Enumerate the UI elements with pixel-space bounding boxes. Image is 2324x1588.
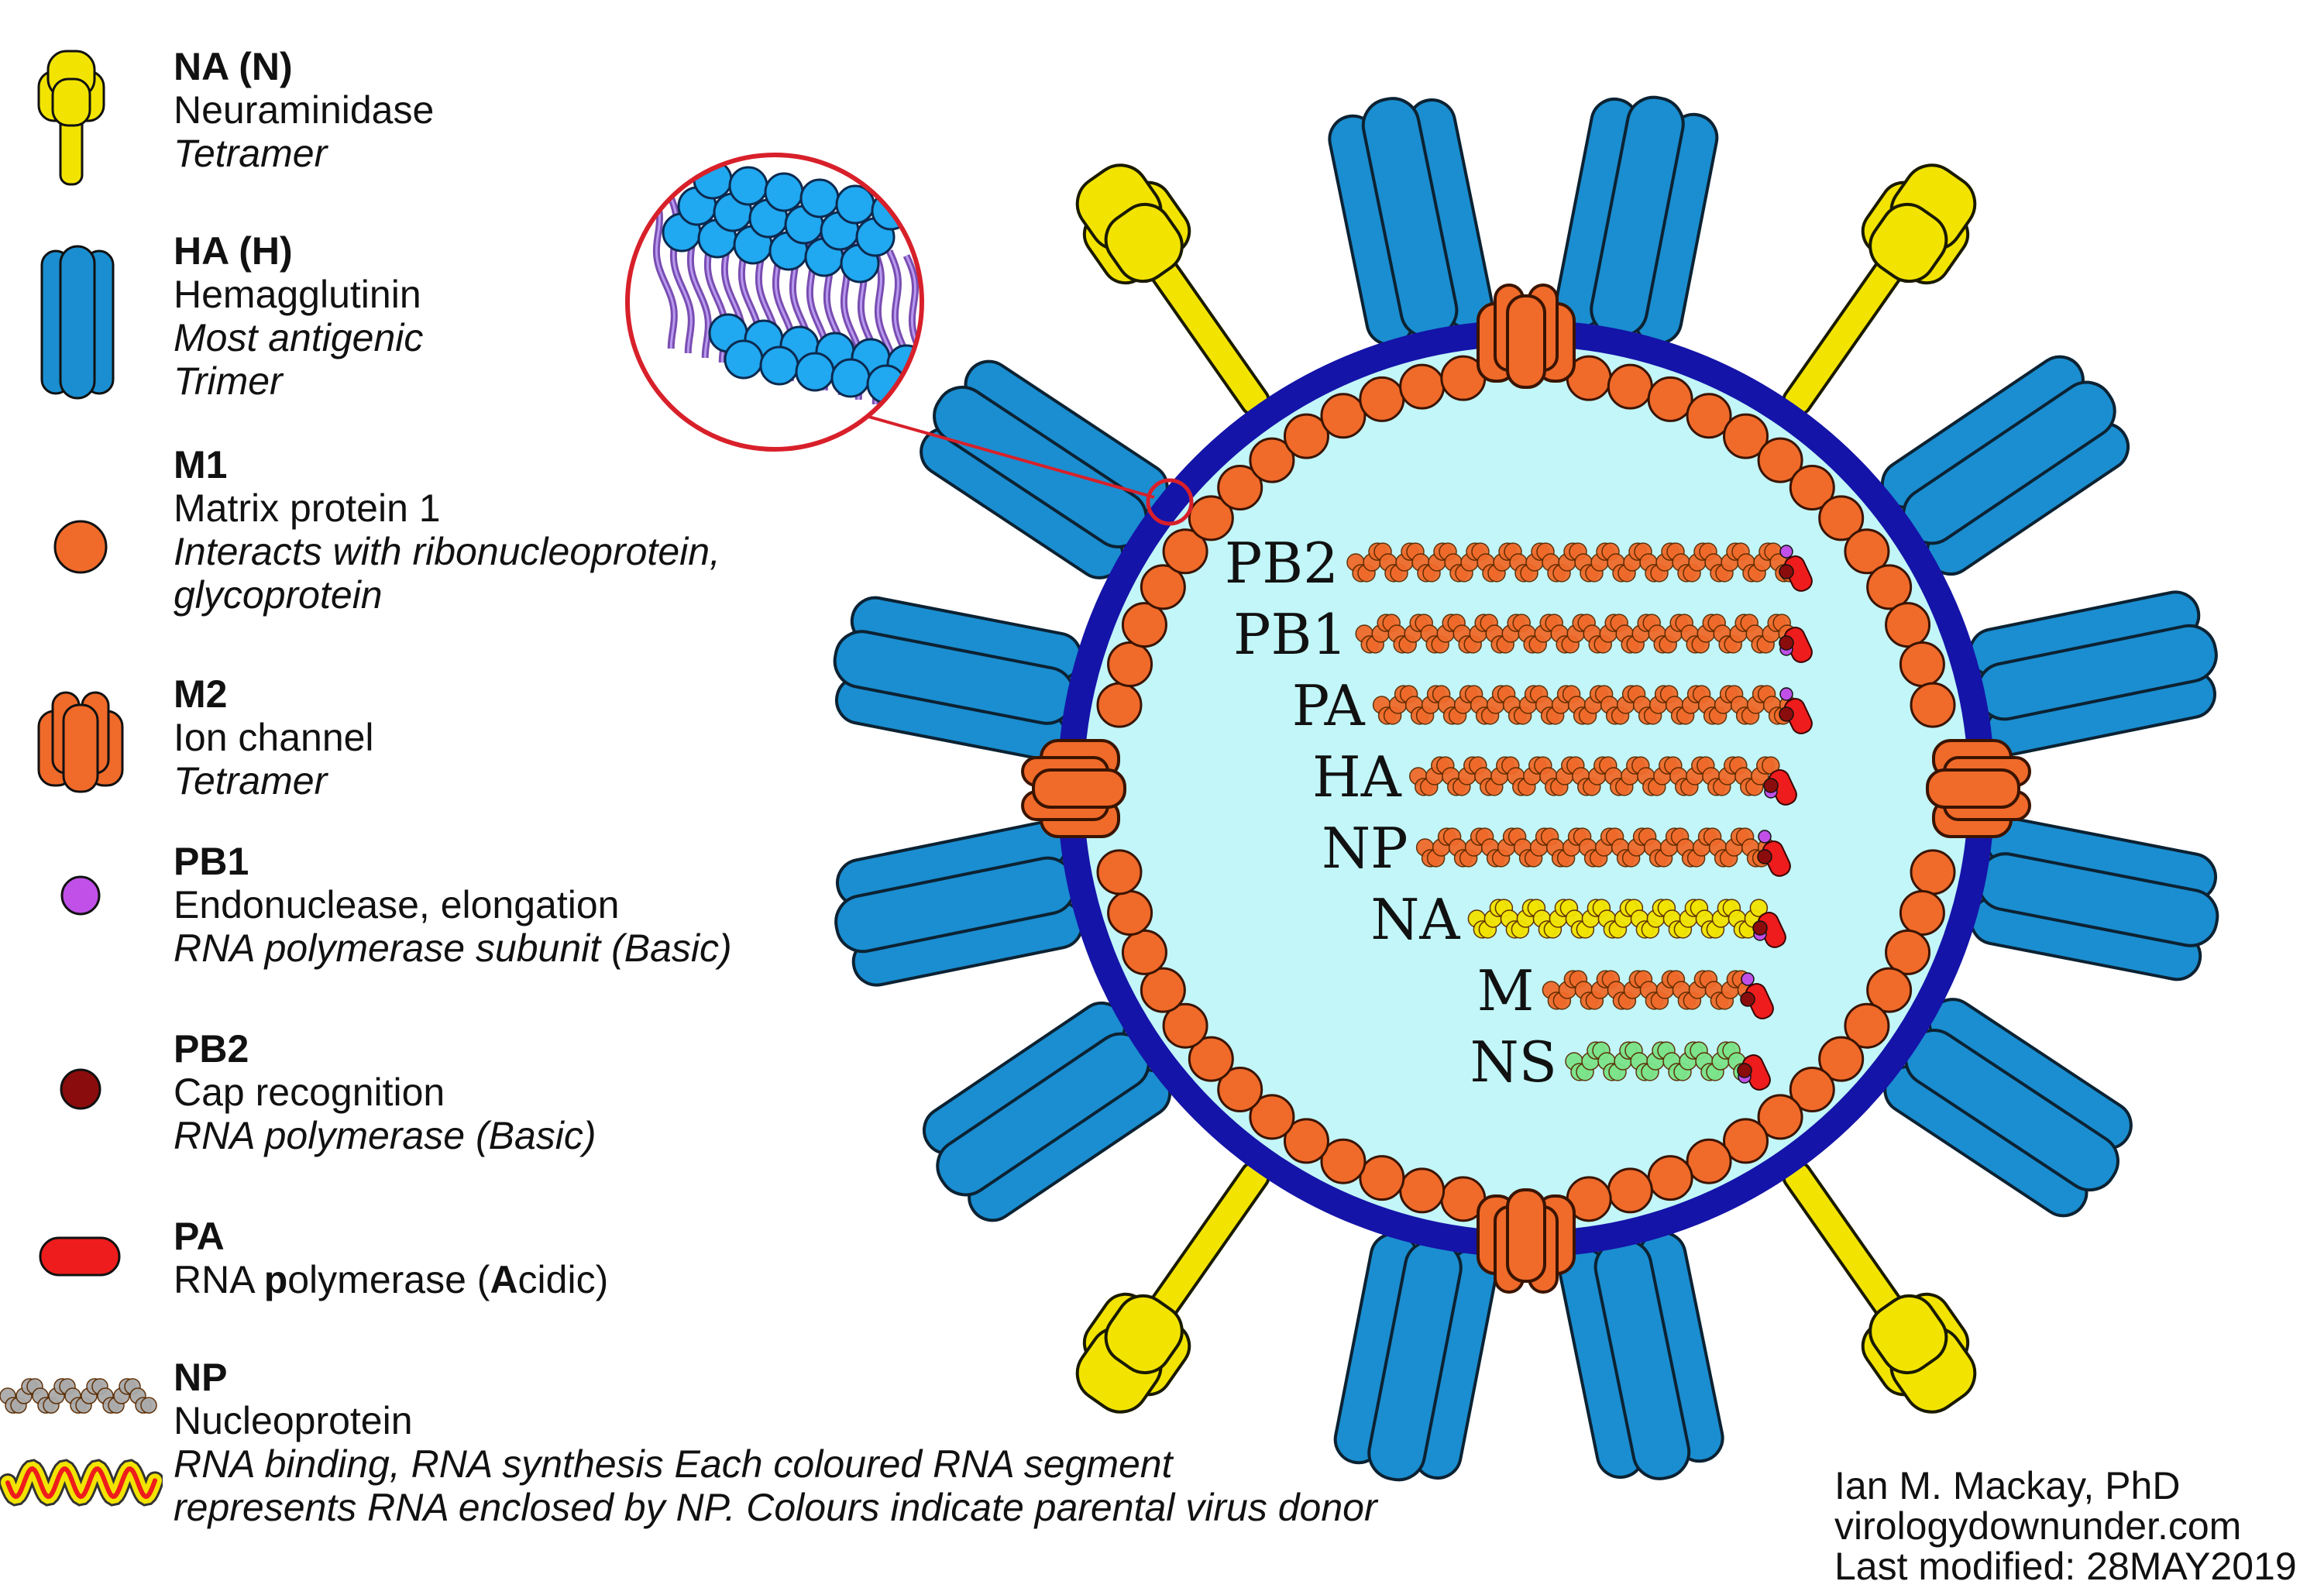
pb2-subunit bbox=[1737, 1063, 1752, 1078]
matrix-protein bbox=[1217, 465, 1263, 511]
matrix-protein bbox=[1910, 849, 1956, 895]
segment-label: PA bbox=[1292, 673, 1366, 738]
matrix-protein bbox=[1283, 1118, 1329, 1164]
segment-label: HA bbox=[1312, 744, 1402, 809]
pb2-subunit bbox=[1740, 992, 1755, 1007]
hemagglutinin-spike bbox=[822, 816, 1088, 993]
matrix-protein bbox=[1899, 641, 1945, 688]
matrix-protein bbox=[1188, 1036, 1234, 1082]
matrix-protein bbox=[1121, 929, 1167, 975]
matrix-protein bbox=[1217, 1066, 1263, 1112]
segment-label: NP bbox=[1322, 816, 1408, 881]
pb1-subunit bbox=[1779, 687, 1793, 701]
matrix-protein bbox=[1607, 363, 1653, 410]
pb1-subunit bbox=[1779, 545, 1793, 559]
matrix-protein bbox=[1096, 849, 1143, 895]
matrix-protein bbox=[1140, 564, 1186, 610]
hemagglutinin-spike bbox=[1964, 584, 2230, 761]
hemagglutinin-spike bbox=[1328, 1228, 1502, 1493]
matrix-protein bbox=[1686, 1138, 1732, 1184]
matrix-protein bbox=[1096, 682, 1143, 728]
matrix-protein bbox=[1359, 1155, 1405, 1201]
matrix-protein bbox=[1283, 413, 1329, 459]
matrix-protein bbox=[1757, 437, 1803, 483]
matrix-protein bbox=[1686, 393, 1732, 439]
matrix-protein bbox=[1162, 528, 1208, 575]
matrix-protein bbox=[1399, 363, 1446, 410]
matrix-protein-layer bbox=[1096, 355, 1956, 1222]
neuraminidase-spike bbox=[1056, 1137, 1302, 1431]
segment-label: NA bbox=[1370, 887, 1460, 952]
rna-segment-coil bbox=[1346, 542, 1799, 583]
matrix-protein bbox=[1107, 889, 1153, 936]
matrix-protein bbox=[1647, 376, 1693, 422]
matrix-protein bbox=[1399, 1167, 1446, 1214]
matrix-protein bbox=[1607, 1167, 1653, 1214]
matrix-protein bbox=[1866, 564, 1913, 610]
segment-label: PB1 bbox=[1233, 602, 1347, 667]
pb2-subunit bbox=[1763, 778, 1779, 793]
pb1-subunit bbox=[1758, 830, 1772, 844]
matrix-protein bbox=[1789, 465, 1835, 511]
hemagglutinin-spike bbox=[1965, 813, 2230, 987]
rna-segment-coil bbox=[1415, 827, 1776, 868]
segment-label: NS bbox=[1470, 1029, 1557, 1095]
rna-segment-coil bbox=[1467, 899, 1769, 939]
matrix-protein bbox=[1320, 1138, 1367, 1184]
lipid-bilayer-inset bbox=[625, 153, 1194, 526]
matrix-protein bbox=[1320, 393, 1367, 439]
matrix-protein bbox=[1359, 376, 1405, 422]
matrix-protein bbox=[1162, 1002, 1208, 1049]
hemagglutinin-spike bbox=[822, 590, 1087, 765]
matrix-protein bbox=[1188, 495, 1234, 541]
matrix-protein bbox=[1757, 1094, 1803, 1140]
matrix-protein bbox=[1885, 602, 1931, 648]
matrix-protein bbox=[1866, 967, 1913, 1013]
rna-segment-coil bbox=[1565, 1041, 1757, 1081]
credit-site: virologydownunder.com bbox=[1834, 1504, 2242, 1548]
neuraminidase-spike bbox=[1750, 146, 1996, 440]
credit-author: Ian M. Mackay, PhD bbox=[1834, 1464, 2181, 1507]
matrix-protein bbox=[1249, 437, 1295, 483]
hemagglutinin-spike bbox=[1550, 84, 1724, 349]
matrix-protein bbox=[1818, 495, 1865, 541]
credit-block: Ian M. Mackay, PhD virologydownunder.com… bbox=[1834, 1466, 2297, 1586]
matrix-protein bbox=[1121, 602, 1167, 648]
matrix-protein bbox=[1249, 1094, 1295, 1140]
matrix-protein bbox=[1818, 1036, 1865, 1082]
pb2-subunit bbox=[1779, 564, 1794, 579]
pb2-subunit bbox=[1757, 849, 1772, 864]
matrix-protein bbox=[1647, 1155, 1693, 1201]
hemagglutinin-spike bbox=[1554, 1226, 1731, 1493]
matrix-protein bbox=[1789, 1066, 1835, 1112]
matrix-protein bbox=[1723, 413, 1769, 459]
rna-segment-coil bbox=[1372, 685, 1798, 725]
neuraminidase-spike bbox=[1056, 146, 1302, 440]
matrix-protein bbox=[1844, 1002, 1890, 1049]
pb1-subunit bbox=[1741, 972, 1755, 986]
matrix-protein bbox=[1910, 682, 1956, 728]
matrix-protein bbox=[1140, 967, 1186, 1013]
pb2-subunit bbox=[1752, 920, 1768, 936]
matrix-protein bbox=[1723, 1118, 1769, 1164]
matrix-protein bbox=[1107, 641, 1153, 688]
rna-segment-coil bbox=[1409, 756, 1780, 796]
segment-label: M bbox=[1477, 958, 1535, 1023]
pb2-subunit bbox=[1779, 706, 1794, 722]
rna-segment-coil bbox=[1355, 614, 1796, 654]
hemagglutinin-spike bbox=[1322, 84, 1498, 351]
credit-modified: Last modified: 28MAY2019 bbox=[1834, 1545, 2297, 1588]
matrix-protein bbox=[1844, 528, 1890, 575]
matrix-protein bbox=[1885, 929, 1931, 975]
matrix-protein bbox=[1899, 889, 1945, 936]
neuraminidase-spike bbox=[1750, 1137, 1996, 1431]
segment-label: PB2 bbox=[1225, 531, 1339, 596]
pb2-subunit bbox=[1779, 635, 1794, 651]
